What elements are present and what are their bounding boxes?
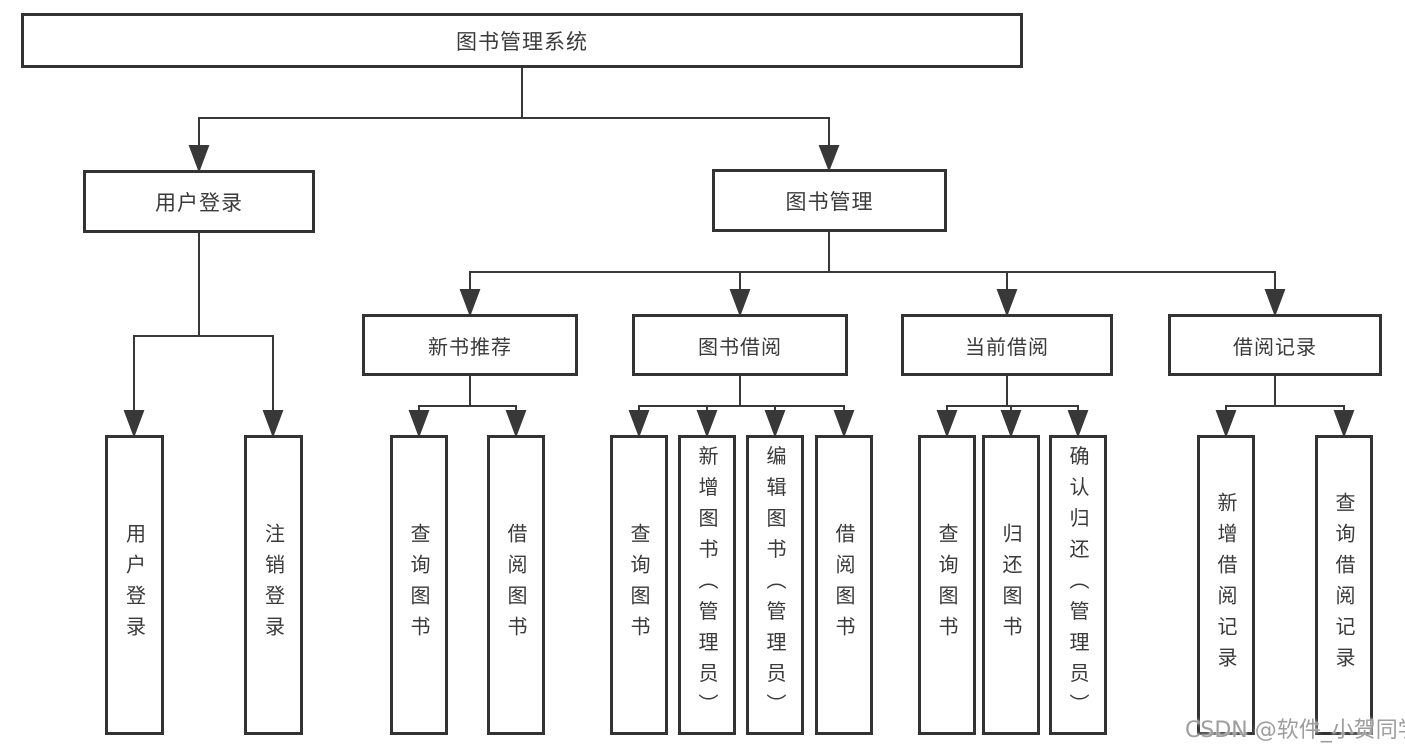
node-book-borrow-label: 图书借阅 bbox=[698, 334, 782, 359]
leaf-logout-label: 注销登录 bbox=[261, 523, 286, 647]
connector-root-to-level1 bbox=[188, 68, 840, 173]
leaf-cb-query-books-label: 查询图书 bbox=[935, 523, 959, 647]
node-new-book-rec: 新书推荐 bbox=[362, 314, 578, 376]
node-borrow-records: 借阅记录 bbox=[1168, 314, 1382, 376]
leaf-nbr-query-books-label: 查询图书 bbox=[407, 523, 431, 647]
leaf-bb-edit-books-admin-label: 编辑图书（管理员） bbox=[763, 445, 787, 725]
node-book-mgmt: 图书管理 bbox=[712, 169, 947, 232]
leaf-bb-add-books-admin: 新增图书（管理员） bbox=[678, 435, 736, 735]
connector-book-mgmt-children bbox=[459, 232, 1286, 317]
connector-new-book-rec-children bbox=[408, 376, 527, 438]
node-root-system: 图书管理系统 bbox=[21, 13, 1023, 68]
leaf-nbr-query-books: 查询图书 bbox=[390, 435, 448, 735]
node-borrow-records-label: 借阅记录 bbox=[1233, 334, 1317, 359]
node-current-borrow: 当前借阅 bbox=[901, 314, 1113, 376]
node-user-login: 用户登录 bbox=[83, 170, 315, 233]
node-user-login-label: 用户登录 bbox=[155, 190, 243, 215]
leaf-bb-query-books: 查询图书 bbox=[610, 435, 668, 735]
connector-borrow-records-children bbox=[1215, 376, 1355, 438]
leaf-nbr-borrow-books-label: 借阅图书 bbox=[504, 523, 528, 647]
leaf-br-query-record: 查询借阅记录 bbox=[1315, 435, 1373, 735]
leaf-br-add-record: 新增借阅记录 bbox=[1197, 435, 1255, 735]
connector-book-borrow-children bbox=[628, 376, 855, 438]
leaf-cb-query-books: 查询图书 bbox=[918, 435, 976, 735]
leaf-bb-add-books-admin-label: 新增图书（管理员） bbox=[695, 445, 719, 725]
leaf-cb-confirm-return-admin: 确认归还（管理员） bbox=[1049, 435, 1107, 735]
leaf-user-login: 用户登录 bbox=[105, 435, 164, 735]
node-book-borrow: 图书借阅 bbox=[632, 314, 848, 376]
leaf-br-add-record-label: 新增借阅记录 bbox=[1214, 492, 1238, 678]
connector-user-login-children bbox=[123, 233, 284, 438]
leaf-br-query-record-label: 查询借阅记录 bbox=[1332, 492, 1356, 678]
leaf-bb-edit-books-admin: 编辑图书（管理员） bbox=[746, 435, 804, 735]
leaf-cb-return-books-label: 归还图书 bbox=[999, 523, 1023, 647]
node-current-borrow-label: 当前借阅 bbox=[965, 334, 1049, 359]
connector-current-borrow-children bbox=[936, 376, 1089, 438]
leaf-logout: 注销登录 bbox=[244, 435, 303, 735]
node-new-book-rec-label: 新书推荐 bbox=[428, 334, 512, 359]
leaf-user-login-label: 用户登录 bbox=[122, 523, 147, 647]
leaf-cb-return-books: 归还图书 bbox=[982, 435, 1040, 735]
node-book-mgmt-label: 图书管理 bbox=[785, 189, 874, 214]
leaf-cb-confirm-return-admin-label: 确认归还（管理员） bbox=[1066, 445, 1090, 725]
leaf-bb-borrow-books-label: 借阅图书 bbox=[832, 523, 856, 647]
leaf-bb-borrow-books: 借阅图书 bbox=[815, 435, 873, 735]
node-root-label: 图书管理系统 bbox=[456, 29, 588, 54]
leaf-nbr-borrow-books: 借阅图书 bbox=[487, 435, 545, 735]
csdn-watermark: CSDN @软件_小贺同学 bbox=[1185, 718, 1405, 743]
leaf-bb-query-books-label: 查询图书 bbox=[627, 523, 651, 647]
